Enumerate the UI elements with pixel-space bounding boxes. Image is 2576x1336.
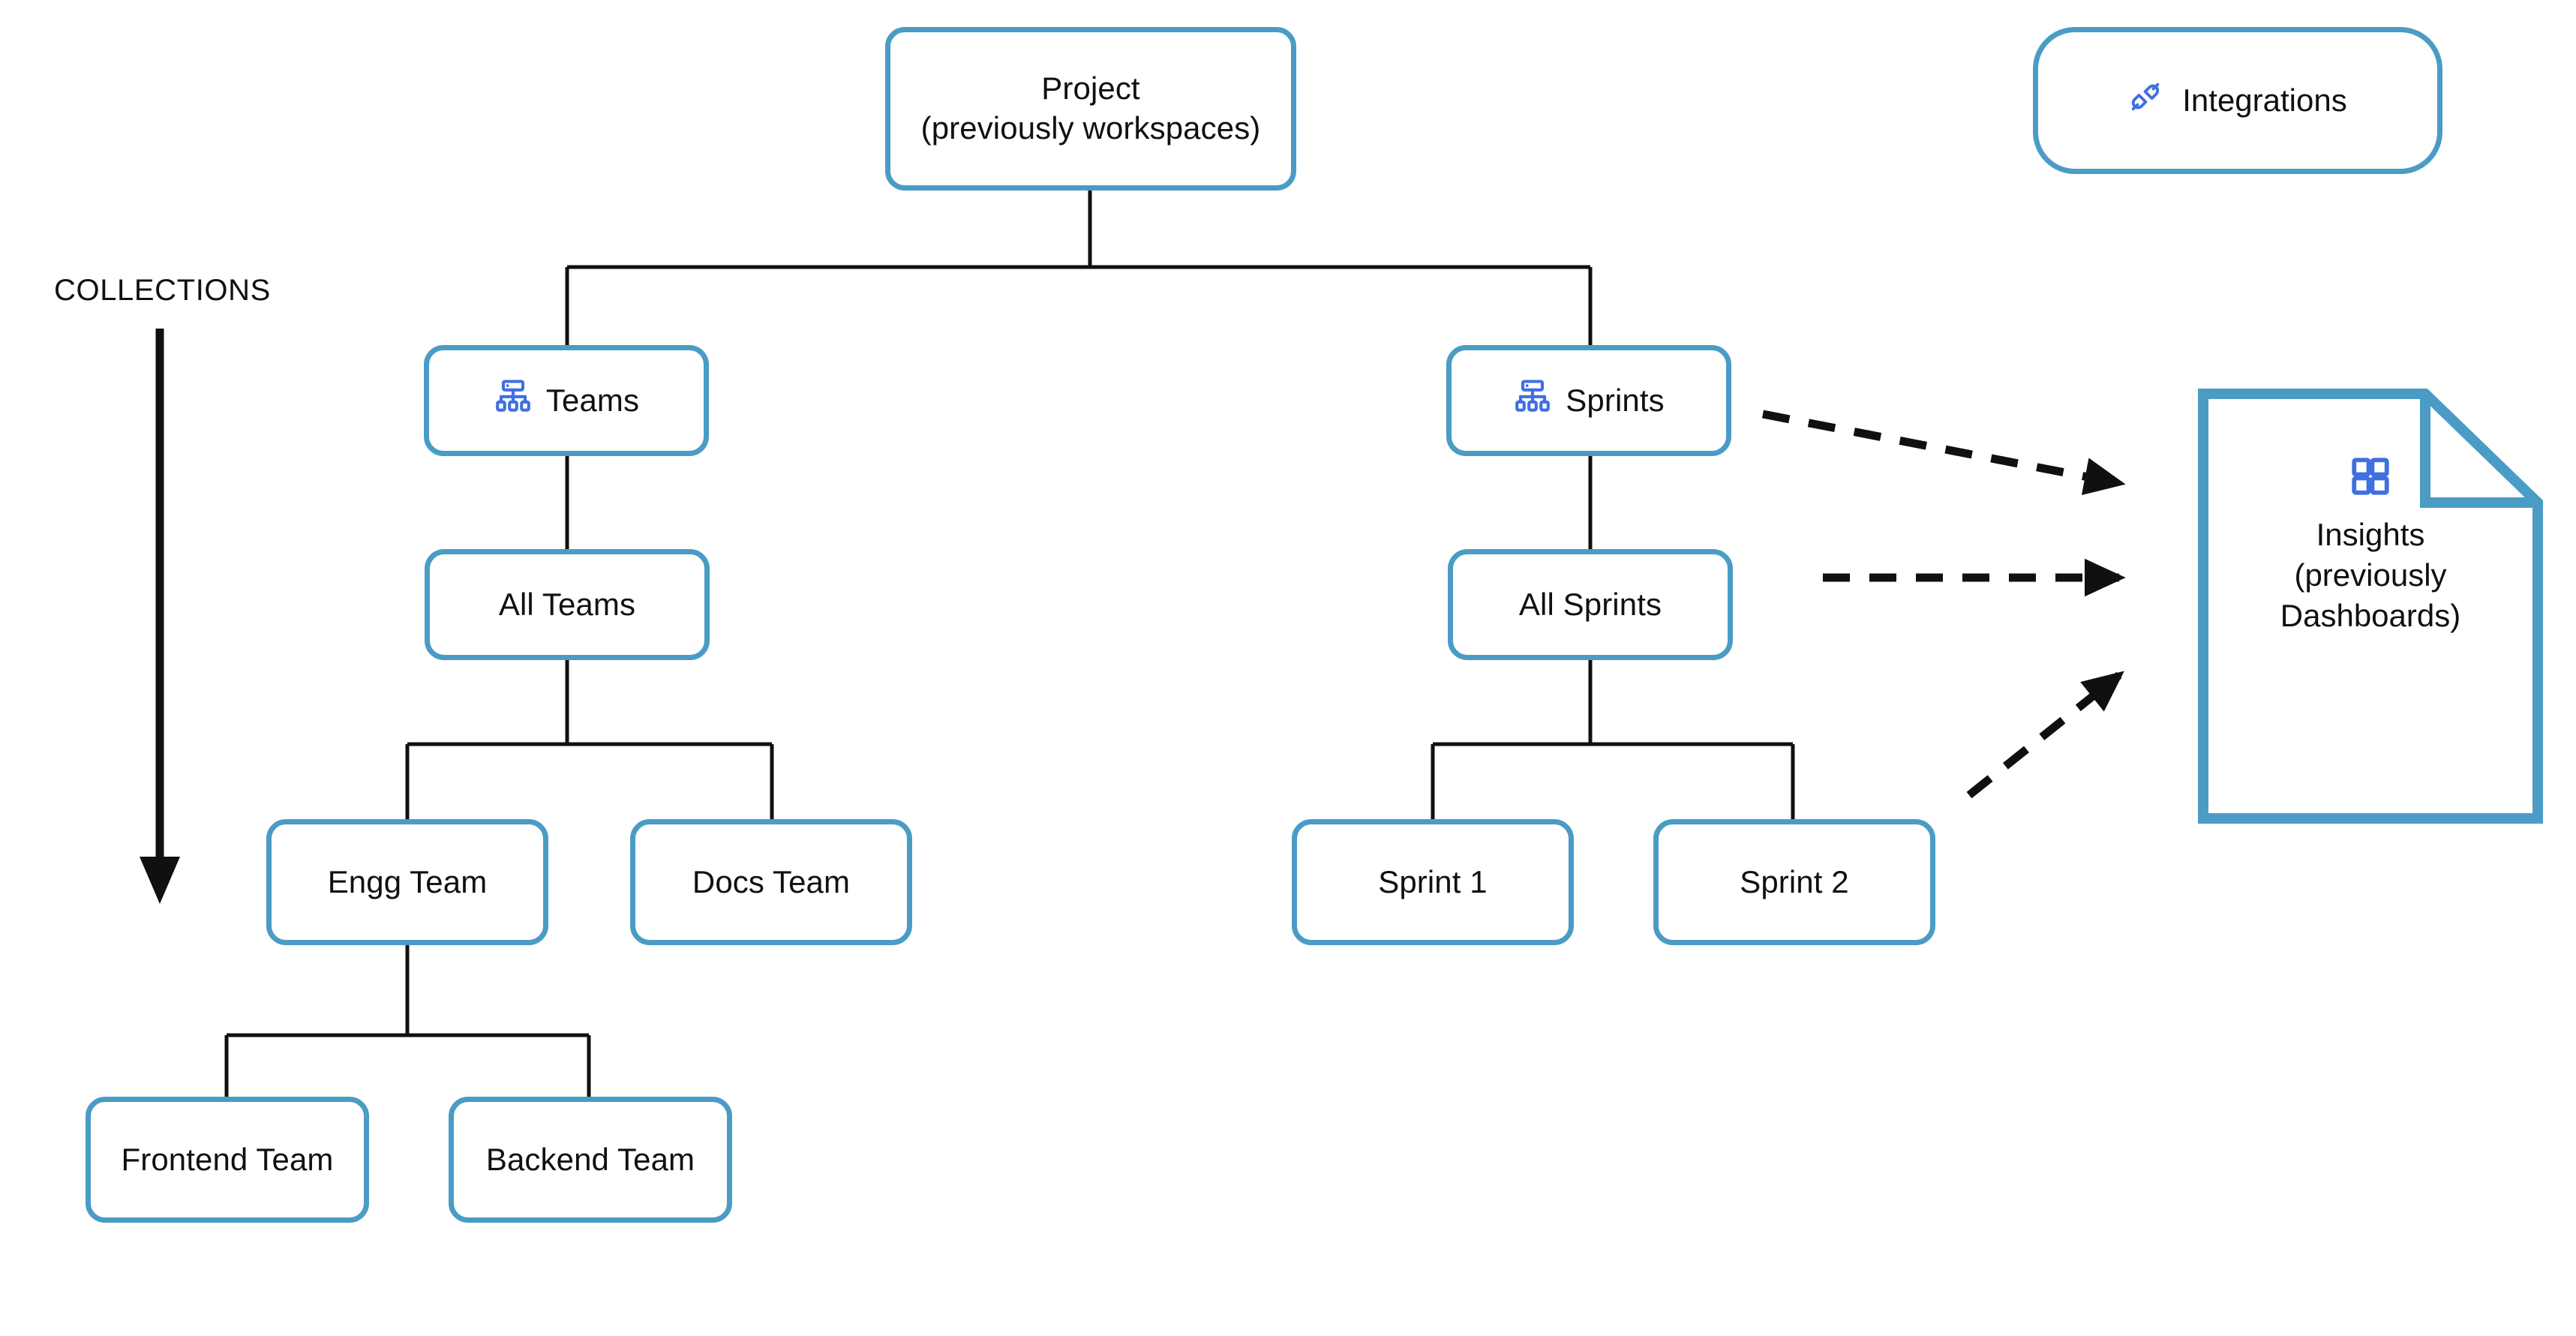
node-teams-label: Teams	[545, 382, 640, 418]
node-all-sprints-label: All Sprints	[1518, 586, 1662, 622]
collections-arrow	[140, 329, 180, 904]
node-insights[interactable]: Insights (previously Dashboards)	[2198, 389, 2543, 824]
node-all-sprints[interactable]: All Sprints	[1448, 549, 1733, 660]
node-docs-team[interactable]: Docs Team	[630, 819, 912, 945]
node-engg-team[interactable]: Engg Team	[266, 819, 548, 945]
node-sprint-2-label: Sprint 2	[1740, 863, 1849, 899]
integrations-label: Integrations	[2182, 83, 2347, 118]
document-folded-corner-shape	[2198, 389, 2543, 824]
node-frontend-team-label: Frontend Team	[121, 1141, 334, 1177]
node-engg-team-label: Engg Team	[327, 863, 488, 899]
node-sprints-label: Sprints	[1566, 382, 1665, 418]
node-sprint-2[interactable]: Sprint 2	[1653, 819, 1935, 945]
plug-connector-icon	[2128, 80, 2163, 122]
node-project-label: Project (previously workspaces)	[920, 71, 1261, 146]
collections-label: COLLECTIONS	[54, 274, 271, 307]
integrations-button[interactable]: Integrations	[2033, 27, 2442, 174]
node-frontend-team[interactable]: Frontend Team	[86, 1097, 369, 1223]
node-project[interactable]: Project (previously workspaces)	[885, 27, 1296, 191]
grid-dashboard-icon	[2349, 455, 2392, 502]
node-all-teams[interactable]: All Teams	[425, 549, 710, 660]
dashed-edge-sprint2-insights	[1966, 671, 2124, 799]
hierarchy-icon	[1513, 377, 1552, 425]
node-teams[interactable]: Teams	[424, 345, 709, 456]
dashed-edge-sprints-insights	[1761, 410, 2126, 496]
node-sprint-1[interactable]: Sprint 1	[1292, 819, 1574, 945]
hierarchy-icon	[494, 377, 533, 425]
node-docs-team-label: Docs Team	[692, 863, 851, 899]
node-sprint-1-label: Sprint 1	[1378, 863, 1488, 899]
node-sprints[interactable]: Sprints	[1446, 345, 1731, 456]
node-all-teams-label: All Teams	[498, 586, 636, 622]
node-backend-team[interactable]: Backend Team	[449, 1097, 732, 1223]
node-backend-team-label: Backend Team	[485, 1141, 695, 1177]
node-insights-label: Insights (previously Dashboards)	[2280, 517, 2461, 633]
